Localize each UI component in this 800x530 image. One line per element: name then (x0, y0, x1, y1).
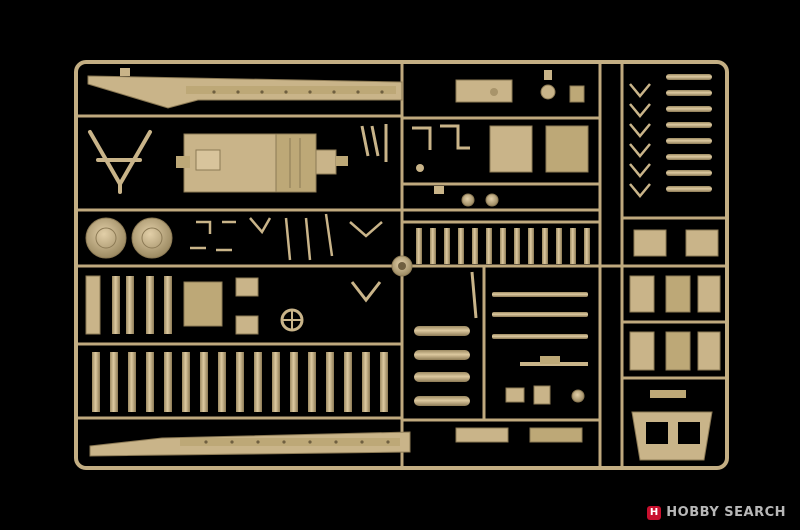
sprue-frame (74, 60, 729, 470)
chassis-rail-top (87, 68, 403, 109)
spring-and-hub-parts (455, 271, 588, 443)
rod-bank-lower (92, 352, 388, 412)
rod-bank-upper (416, 228, 590, 264)
long-rods-center (492, 292, 588, 339)
watermark: H HOBBY SEARCH (647, 505, 786, 520)
a-frame-part (88, 130, 152, 194)
small-cylinders (434, 186, 499, 207)
road-wheels (85, 217, 413, 277)
small-fittings-row (190, 213, 383, 261)
breech-block-part (176, 133, 348, 193)
clip-column-right (629, 83, 651, 198)
hatch-frame-part (631, 390, 713, 461)
watermark-text: HOBBY SEARCH (666, 505, 786, 520)
hobbysearch-logo-icon: H (647, 505, 662, 520)
small-levers-group (360, 124, 470, 172)
track-link-parts (85, 275, 382, 335)
panel-parts-right (629, 229, 721, 371)
box-parts-top (455, 70, 589, 173)
tube-parts (414, 326, 470, 406)
chassis-rail-bottom (89, 431, 411, 457)
sprue-runners (78, 64, 725, 466)
bolt-column-right (666, 74, 712, 192)
